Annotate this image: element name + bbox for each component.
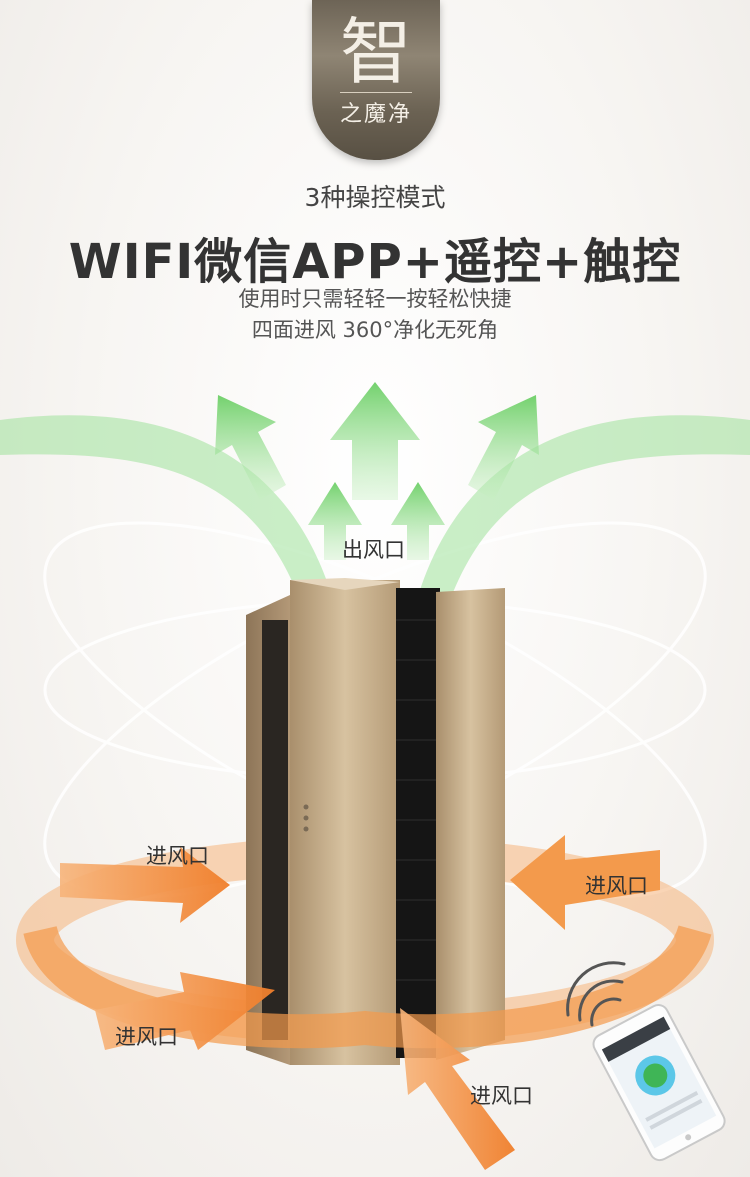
badge-character: 智 — [339, 10, 412, 94]
inlet-label-right: 进风口 — [585, 874, 648, 898]
inlet-label-left-bottom: 进风口 — [115, 1025, 178, 1049]
badge-divider — [340, 92, 412, 93]
outlet-arrow-heads — [215, 382, 539, 560]
feature-line-2: 四面进风 360°净化无死角 — [251, 318, 499, 342]
airflow-illustration — [0, 382, 750, 1170]
modes-caption: 3种操控模式 — [304, 183, 446, 212]
inlet-label-bottom: 进风口 — [470, 1084, 533, 1108]
feature-line-1: 使用时只需轻轻一按轻松快捷 — [238, 287, 512, 311]
badge-subtitle: 之魔净 — [339, 102, 412, 127]
brand-badge: 智 之魔净 — [312, 0, 440, 160]
inlet-arrows — [60, 835, 660, 1170]
air-purifier-device — [246, 578, 505, 1065]
wifi-icon — [566, 961, 626, 1027]
smartphone-illustration — [592, 1004, 726, 1162]
page-title: WIFI微信APP+遥控+触控 — [68, 234, 682, 290]
inlet-label-left-top: 进风口 — [146, 844, 209, 868]
outlet-label: 出风口 — [342, 538, 405, 562]
